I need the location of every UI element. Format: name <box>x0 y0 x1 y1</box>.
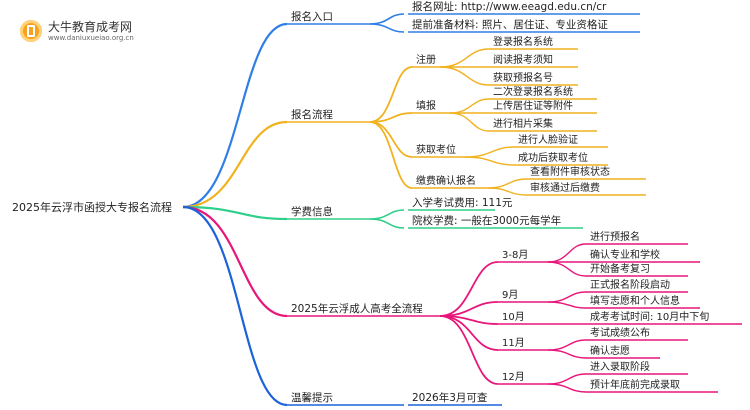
logo-subtitle: www.daniuxueiao.org.cn <box>48 34 134 42</box>
branch-0-leaf-1: 提前准备材料: 照片、居住证、专业资格证 <box>412 18 608 31</box>
branch-3-group-1-leaf-connector-0 <box>547 291 587 303</box>
branch-label-1: 报名流程 <box>291 108 333 121</box>
branch-label-3: 2025年云浮成人高考全流程 <box>291 302 423 315</box>
branch-2-leaf-1: 院校学费: 一般在3000元每学年 <box>412 214 561 227</box>
branch-1-group-3-leaf-0: 查看附件审核状态 <box>530 165 610 178</box>
branch-1-group-label-2: 获取考位 <box>416 143 456 156</box>
branch-3-group-connector-0 <box>439 261 499 317</box>
branch-1-group-1-leaf-connector-2 <box>449 112 490 132</box>
branch-1-group-label-0: 注册 <box>416 53 436 66</box>
branch-label-4: 温馨提示 <box>291 391 333 404</box>
branch-1-group-2-leaf-connector-0 <box>464 146 515 158</box>
branch-1-group-1-leaf-1: 上传居住证等附件 <box>493 99 573 112</box>
branch-3-group-0-leaf-connector-2 <box>547 261 587 277</box>
branch-3-group-0-leaf-0: 进行预报名 <box>590 230 640 243</box>
branch-3-group-1-leaf-0: 正式报名阶段启动 <box>590 278 670 291</box>
branch-3-group-3-leaf-0: 考试成绩公布 <box>590 326 650 339</box>
branch-3-group-0-leaf-connector-0 <box>547 243 587 263</box>
branch-connector-1 <box>182 120 288 209</box>
branch-1-group-label-1: 填报 <box>416 99 436 112</box>
branch-0-leaf-connector-1 <box>369 23 405 33</box>
branch-0-leaf-0: 报名网址: http://www.eeagd.edu.cn/cr <box>412 0 607 13</box>
branch-2-leaf-connector-1 <box>369 218 405 229</box>
branch-3-group-4-leaf-connector-0 <box>547 373 587 385</box>
branch-1-group-connector-0 <box>369 66 413 123</box>
branch-3-group-label-3: 11月 <box>502 337 525 349</box>
branch-connector-2 <box>182 205 288 221</box>
branch-3-group-0-leaf-2: 开始备考复习 <box>590 262 650 275</box>
branch-connector-3 <box>182 205 288 318</box>
site-logo: 大牛教育成考网 www.daniuxueiao.org.cn <box>14 16 154 50</box>
branch-2-leaf-0: 入学考试费用: 111元 <box>412 196 513 209</box>
branch-4-leaf-0: 2026年3月可查 <box>412 391 488 404</box>
branch-1-group-3-leaf-1: 审核通过后缴费 <box>530 181 600 194</box>
branch-1-group-3-leaf-connector-0 <box>487 178 527 189</box>
branch-connector-4 <box>182 205 288 407</box>
branch-3-group-1-leaf-connector-1 <box>547 301 587 309</box>
branch-1-group-2-leaf-1: 成功后获取考位 <box>518 151 588 164</box>
branch-label-0: 报名入口 <box>291 10 333 23</box>
branch-3-group-3-leaf-1: 确认志愿 <box>590 344 630 357</box>
branch-3-group-label-2: 10月 <box>502 311 525 323</box>
branch-3-group-1-leaf-1: 填写志愿和个人信息 <box>590 294 680 307</box>
branch-3-group-3-leaf-connector-0 <box>547 339 587 351</box>
branch-3-group-label-1: 9月 <box>502 289 518 301</box>
branch-1-group-label-3: 缴费确认报名 <box>416 174 476 187</box>
branch-3-group-0-leaf-1: 确认专业和学校 <box>590 248 660 261</box>
branch-1-group-0-leaf-connector-0 <box>439 48 490 68</box>
branch-label-2: 学费信息 <box>291 205 333 218</box>
branch-1-group-0-leaf-connector-2 <box>439 66 490 86</box>
branch-3-group-4-leaf-connector-1 <box>547 383 587 393</box>
branch-3-group-4-leaf-0: 进入录取阶段 <box>590 360 650 373</box>
branch-3-group-label-4: 12月 <box>502 371 525 383</box>
branch-3-group-2-leaf-0: 成考考试时间: 10月中下旬 <box>590 310 709 323</box>
branch-3-group-4-leaf-1: 预计年底前完成录取 <box>590 378 680 391</box>
branch-1-group-0-leaf-1: 阅读报考须知 <box>493 53 553 66</box>
branch-3-group-3-leaf-connector-1 <box>547 349 587 359</box>
branch-3-group-connector-4 <box>439 315 499 385</box>
branch-1-group-connector-3 <box>369 121 413 189</box>
graduation-cap-icon <box>20 20 42 42</box>
logo-title: 大牛教育成考网 <box>48 20 133 34</box>
branch-1-group-2-leaf-connector-1 <box>464 156 515 166</box>
branch-1-group-0-leaf-0: 登录报名系统 <box>493 35 553 48</box>
branch-1-group-2-leaf-0: 进行人脸验证 <box>518 133 578 146</box>
branch-0-leaf-connector-0 <box>369 13 405 25</box>
branch-1-group-1-leaf-2: 进行相片采集 <box>493 117 553 130</box>
branch-1-group-1-leaf-connector-0 <box>449 98 490 114</box>
branch-3-group-label-0: 3-8月 <box>502 249 528 261</box>
branch-connector-0 <box>182 22 288 209</box>
branch-1-group-0-leaf-2: 获取预报名号 <box>493 71 553 84</box>
branch-1-group-1-leaf-0: 二次登录报名系统 <box>493 85 573 98</box>
branch-2-leaf-connector-0 <box>369 209 405 220</box>
root-topic: 2025年云浮市函授大专报名流程 <box>12 200 172 214</box>
branch-1-group-3-leaf-connector-1 <box>487 187 527 196</box>
